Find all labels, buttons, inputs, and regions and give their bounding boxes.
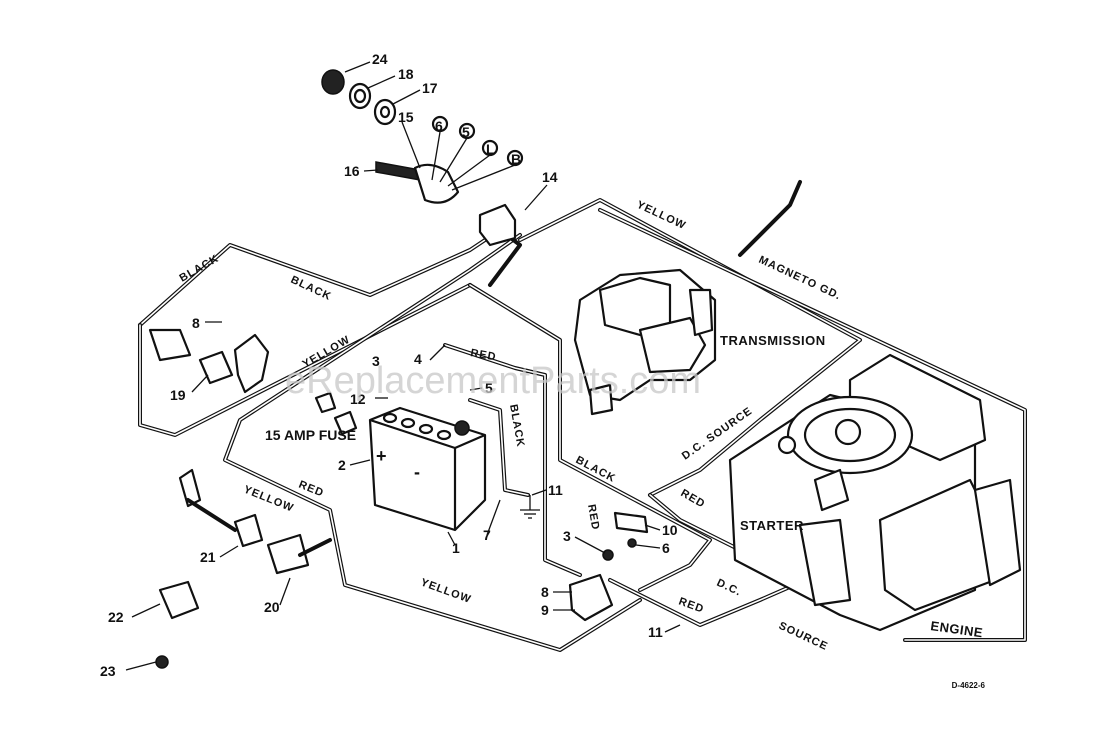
wire-labels: YELLOW MAGNETO GD. BLACK BLACK YELLOW RE… [178,199,844,653]
harness-21-20 [178,468,332,575]
battery: + - [368,406,487,532]
knob-24 [321,69,345,95]
callout-8-left: 8 [192,315,200,331]
label-magneto-gd: MAGNETO GD. [757,254,843,303]
switch-body [413,163,460,204]
label-black-left: BLACK [178,252,222,284]
label-black-battery: BLACK [507,403,526,448]
callout-24: 24 [372,51,388,67]
callout-22: 22 [108,609,124,625]
svg-text:-: - [414,462,420,482]
callout-11-bottom: 11 [648,624,663,640]
callout-11-top: 11 [548,482,563,498]
label-dc-bottom: D.C. [715,577,744,599]
callout-7: 7 [483,527,491,543]
component-labels: TRANSMISSION STARTER ENGINE 15 AMP FUSE … [265,333,986,690]
callout-18: 18 [398,66,414,82]
callout-5-mid: 5 [485,380,493,396]
part-22-23 [155,580,200,669]
ignition-switch-assembly [321,69,524,204]
callout-17: 17 [422,80,438,96]
callout-23: 23 [100,663,116,679]
connector-14 [478,203,517,247]
callout-B: B [511,151,521,167]
leader-lines [125,61,681,671]
callout-10: 10 [662,522,678,538]
drawing-code: D-4622-6 [952,681,986,690]
callout-6: 6 [435,118,443,134]
seat-switch-19 [148,328,270,394]
label-red-bottom: RED [677,596,706,616]
callout-20: 20 [264,599,280,615]
callout-3-bottom: 3 [563,528,571,544]
label-starter: STARTER [740,518,804,533]
svg-text:+: + [376,446,387,466]
callout-15: 15 [398,109,414,125]
callout-1: 1 [452,540,460,556]
transmission [573,180,802,416]
fuse-12 [314,391,358,436]
callout-4: 4 [414,351,422,367]
label-fuse: 15 AMP FUSE [265,427,356,443]
watermark: eReplacementParts.com [285,360,701,402]
ground-symbol [520,495,540,519]
label-red-vertical: RED [585,503,601,531]
callout-3-top: 3 [372,353,380,369]
wire-harness [138,198,1027,652]
callout-12: 12 [350,391,366,407]
label-red-top: RED [469,347,497,363]
callout-9: 9 [541,602,549,618]
label-engine: ENGINE [930,618,984,640]
label-transmission: TRANSMISSION [720,333,826,348]
callout-8-bottom: 8 [541,584,549,600]
callout-14: 14 [542,169,558,185]
label-red-right: RED [679,487,708,511]
callout-L: L [486,141,495,157]
solenoid-9 [568,511,649,622]
callout-6-right: 6 [662,540,670,556]
callout-numbers: 24 18 17 15 6 5 L B 16 14 8 19 3 12 4 5 … [100,51,678,679]
callout-2: 2 [338,457,346,473]
engine [728,353,1022,632]
label-yellow-top: YELLOW [635,199,688,232]
starter [798,518,852,607]
callout-21: 21 [200,549,216,565]
label-yellow-bottom: YELLOW [419,577,473,606]
callout-19: 19 [170,387,186,403]
callout-5: 5 [462,124,470,140]
label-source-bottom: SOURCE [777,620,830,653]
callout-16: 16 [344,163,360,179]
